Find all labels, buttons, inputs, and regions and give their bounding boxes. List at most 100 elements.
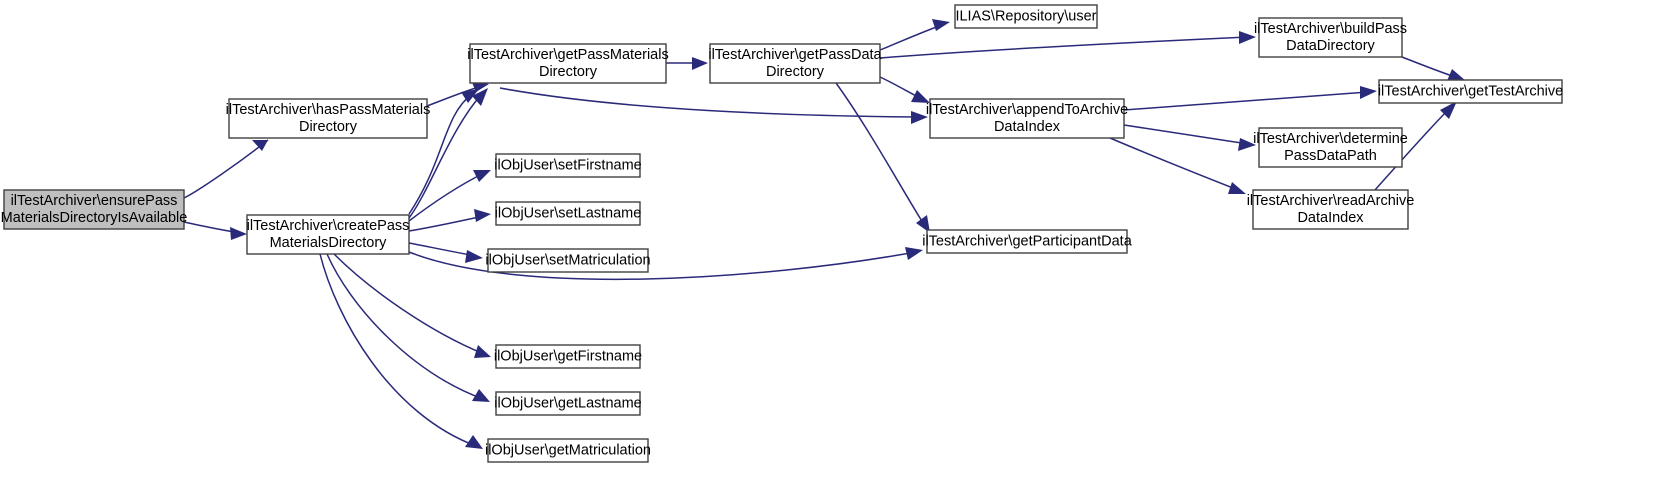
edge-createPassMaterialsDirectory-to-getPassDataDirectory [408,89,479,215]
node-label-line: ILIAS\Repository\user [955,8,1096,24]
node-label-line: Directory [766,64,825,80]
edge-getPassDataDirectory-to-getParticipantData [835,82,930,233]
node-label-line: DataIndex [1297,210,1364,226]
edge-line [408,172,485,222]
edge-line [408,215,485,232]
node-label-line: PassDataPath [1284,148,1377,164]
node-label-line: ilObjUser\getLastname [494,395,642,411]
node-rect[interactable] [954,4,1098,29]
node-label-line: ilObjUser\setFirstname [494,157,641,173]
node-rect[interactable] [246,214,410,255]
arrowhead-icon [465,250,483,263]
node-label-line: MaterialsDirectoryIsAvailable [1,210,188,226]
edge-appendToArchiveDataIndex-to-readArchiveDataIndex [1109,137,1246,194]
arrowhead-icon [916,215,930,233]
arrowhead-icon [1228,182,1246,194]
node-rect[interactable] [926,229,1128,254]
node-rect[interactable] [709,43,881,84]
edge-createPassMaterialsDirectory-to-setMatriculation [408,242,483,263]
edge-line [408,93,473,215]
node-label-line: ilTestArchiver\getPassData [708,47,882,63]
node-label-line: ilTestArchiver\getTestArchive [1378,83,1563,99]
edge-createPassMaterialsDirectory-to-getParticipantData [408,247,923,281]
edge-getPassDataDirectory-to-appendToArchiveDataIndex [879,76,930,103]
node-rect[interactable] [3,189,185,230]
arrowhead-icon [905,247,923,260]
arrowhead-icon [1440,101,1457,119]
node-rect[interactable] [1258,127,1403,168]
edge-line [183,139,269,199]
node-rect[interactable] [495,344,641,369]
node-label-line: ilTestArchiver\buildPass [1254,21,1407,37]
edge-getPassDataDirectory-to-buildPassDataDirectory [879,31,1256,59]
node-rect[interactable] [487,438,649,463]
arrowhead-icon [932,19,950,31]
node-label-line: ilTestArchiver\getParticipantData [922,233,1132,249]
node-getMatriculation[interactable]: ilObjUser\getMatriculation [485,438,651,463]
node-getLastname[interactable]: ilObjUser\getLastname [494,391,642,416]
arrowhead-icon [1360,86,1377,99]
edge-line [1123,91,1369,111]
edge-createPassMaterialsDirectory-to-getLastname [326,253,490,402]
arrowhead-icon [465,435,483,449]
node-rect[interactable] [495,153,641,178]
node-rect[interactable] [1258,17,1403,58]
edge-readArchiveDataIndex-to-getTestArchive [1374,101,1457,191]
arrowhead-icon [1447,69,1466,81]
node-createPassMaterialsDirectory[interactable]: ilTestArchiver\createPassMaterialsDirect… [246,214,410,255]
edge-createPassMaterialsDirectory-to-setLastname [408,209,491,232]
edge-appendToArchiveDataIndex-to-determinePassDataPath [1123,124,1256,151]
edge-createPassMaterialsDirectory-to-getMatriculation [319,253,483,449]
edge-createPassMaterialsDirectory-to-setFirstname [408,170,491,222]
edge-line [879,36,1249,59]
edge-line [319,253,477,447]
node-getFirstname[interactable]: ilObjUser\getFirstname [494,344,642,369]
edge-line [835,82,926,227]
node-setMatriculation[interactable]: ilObjUser\setMatriculation [485,248,651,273]
node-repositoryUser[interactable]: ILIAS\Repository\user [954,4,1098,29]
node-getTestArchive[interactable]: ilTestArchiver\getTestArchive [1378,79,1563,104]
edge-line [879,24,943,51]
edge-line [408,94,482,219]
node-label-line: ilTestArchiver\readArchive [1247,193,1415,209]
arrowhead-icon [473,170,491,182]
edges-layer [183,19,1466,449]
node-label-line: ilTestArchiver\createPass [247,218,410,234]
node-rect[interactable] [469,43,667,84]
node-rect[interactable] [495,391,641,416]
node-rect[interactable] [495,201,641,226]
node-label-line: ilTestArchiver\hasPassMaterials [226,102,431,118]
edge-line [333,253,485,355]
edge-createPassMaterialsDirectory-to-getPassMaterialsDirectory [408,88,488,219]
arrowhead-icon [692,57,708,70]
node-setLastname[interactable]: ilObjUser\setLastname [495,201,642,226]
edge-getPassDataDirectory-to-repositoryUser [879,19,950,51]
node-label-line: ilTestArchiver\ensurePass [11,193,178,209]
node-rect[interactable] [487,248,649,273]
node-rect[interactable] [1252,189,1409,230]
arrowhead-icon [472,389,490,402]
edge-line [326,253,484,400]
node-getParticipantData[interactable]: ilTestArchiver\getParticipantData [922,229,1133,254]
node-label-line: ilTestArchiver\appendToArchive [926,102,1128,118]
arrowhead-icon [1238,138,1256,151]
edge-ensurePassMaterials-to-createPassMaterialsDirectory [183,221,247,240]
node-ensurePassMaterials[interactable]: ilTestArchiver\ensurePassMaterialsDirect… [1,189,188,230]
arrowhead-icon [252,140,268,151]
node-label-line: Directory [299,119,358,135]
node-label-line: ilObjUser\getFirstname [494,348,642,364]
arrowhead-icon [472,88,488,106]
node-rect[interactable] [929,98,1125,139]
node-rect[interactable] [1378,79,1563,104]
node-rect[interactable] [228,98,428,139]
node-setFirstname[interactable]: ilObjUser\setFirstname [494,153,642,178]
node-label-line: ilTestArchiver\getPassMaterials [467,47,668,63]
